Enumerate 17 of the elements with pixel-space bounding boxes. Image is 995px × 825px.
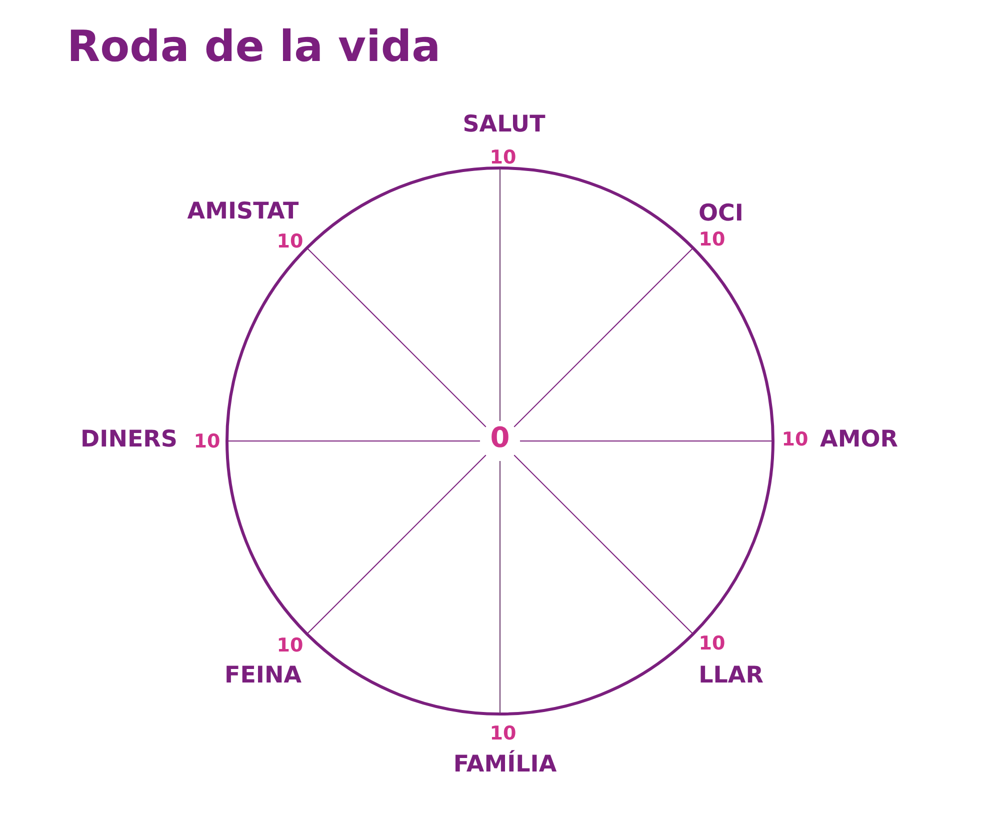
scale-value: 10 [698,230,726,250]
category-label: LLAR [698,664,764,688]
scale-value: 10 [276,636,304,656]
category-label: AMISTAT [187,200,299,224]
category-label: DINERS [80,428,178,452]
category-label: OCI [698,202,744,226]
scale-value: 10 [490,724,516,744]
category-label: SALUT [462,114,546,136]
category-label: AMOR [820,428,898,452]
center-value: 0 [490,424,510,452]
category-label: FEINA [224,664,302,688]
scale-value: 10 [194,432,220,452]
scale-value: 10 [782,430,808,450]
title: Roda de la vida [67,26,441,69]
scale-value: 10 [276,232,304,252]
scale-value: 10 [490,148,516,168]
scale-value: 10 [698,634,726,654]
